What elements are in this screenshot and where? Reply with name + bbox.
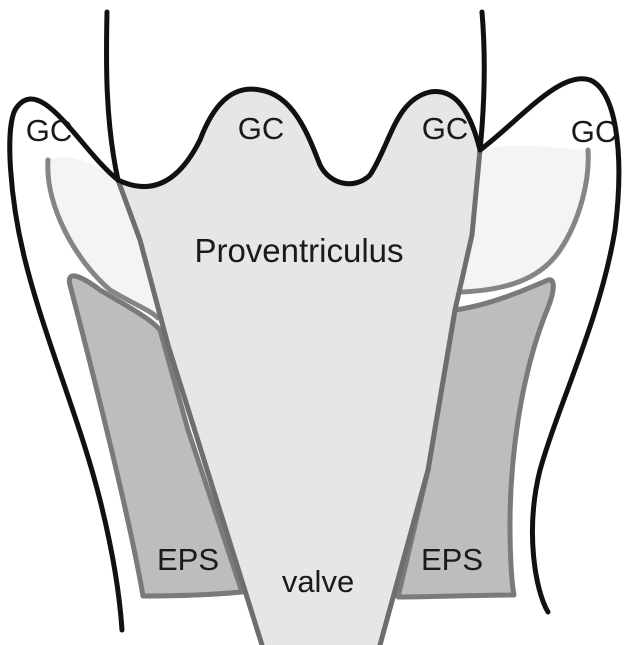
esophagus-left-wall: [106, 12, 118, 180]
label-gc-inner-left: GC: [238, 111, 285, 146]
label-eps-right: EPS: [421, 542, 483, 577]
esophagus-right-wall: [480, 12, 484, 150]
label-gc-far-left: GC: [26, 113, 73, 148]
label-gc-inner-right: GC: [422, 111, 469, 146]
label-gc-far-right: GC: [571, 114, 618, 149]
label-proventriculus: Proventriculus: [194, 232, 403, 269]
label-valve: valve: [282, 564, 354, 599]
label-eps-left: EPS: [157, 542, 219, 577]
